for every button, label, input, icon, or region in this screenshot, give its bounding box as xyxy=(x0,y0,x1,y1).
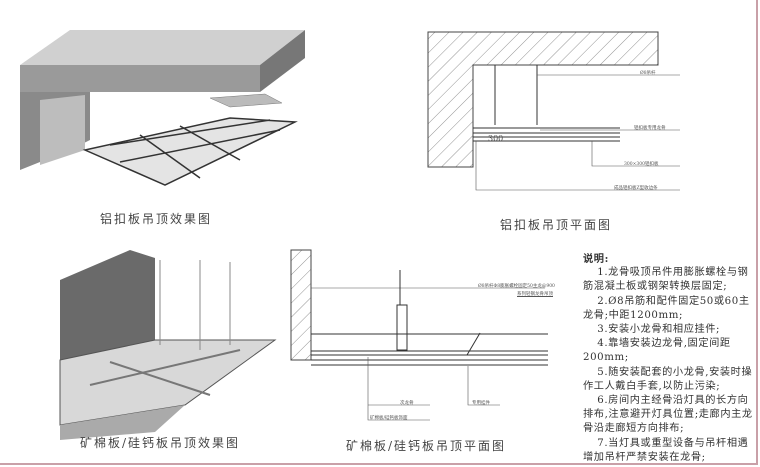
dimension-300: 300 xyxy=(488,134,504,143)
label-hanger: 专用挂件 xyxy=(472,401,490,406)
label-keel: 铝扣板专用龙骨 xyxy=(634,126,666,131)
label-panel: 300×300铝扣板 xyxy=(624,162,659,167)
label-secondary-keel: 次龙骨 xyxy=(400,401,414,406)
caption-mineral-plan: 矿棉板/硅钙板吊顶平面图 xyxy=(346,439,507,453)
label-finish: 矿棉板/硅钙板饰面 xyxy=(370,416,408,421)
note-item: 6.房间内主经骨沿灯具的长方向排布,注意避开灯具位置;走廊内主龙骨沿走廊短方向排… xyxy=(583,395,753,435)
note-item: 3.安装小龙骨和相应挂件; xyxy=(597,324,721,336)
label-rod: Ø8吊杆 xyxy=(640,71,656,76)
note-item: 5.随安装配套的小龙骨,安装时操作工人戴白手套,以防止污染; xyxy=(583,366,753,392)
notes-title: 说明: xyxy=(583,253,609,265)
caption-aluminum-plan: 铝扣板吊顶平面图 xyxy=(500,218,613,232)
caption-mineral-render: 矿棉板/硅钙板吊顶效果图 xyxy=(80,436,241,450)
mineral-ceiling-render xyxy=(59,250,277,440)
aluminum-ceiling-render xyxy=(20,30,305,186)
label-system: 系列轻钢龙骨吊顶 xyxy=(517,292,553,297)
label-rod-bolt: Ø8吊杆Φ8膨胀螺栓固定50主龙@900 xyxy=(478,284,555,289)
label-edge: 成品铝扣板Z型收边条 xyxy=(614,186,658,191)
note-item: 2.Ø8吊筋和配件固定50或60主龙骨;中距1200mm; xyxy=(583,295,750,321)
note-item: 4.靠墙安装边龙骨,固定间距200mm; xyxy=(583,338,731,364)
aluminum-ceiling-plan xyxy=(427,31,680,191)
note-item: 7.当灯具或重型设备与吊杆相遇增加吊杆严禁安装在龙骨; xyxy=(583,437,749,463)
caption-aluminum-render: 铝扣板吊顶效果图 xyxy=(100,212,213,226)
notes: 说明: 1.龙骨吸顶吊件用膨胀螺栓与钢筋混凝土板或钢架转换层固定; 2.Ø8吊筋… xyxy=(583,252,755,465)
note-item: 1.龙骨吸顶吊件用膨胀螺栓与钢筋混凝土板或钢架转换层固定; xyxy=(583,267,749,293)
mineral-ceiling-plan xyxy=(290,249,548,421)
